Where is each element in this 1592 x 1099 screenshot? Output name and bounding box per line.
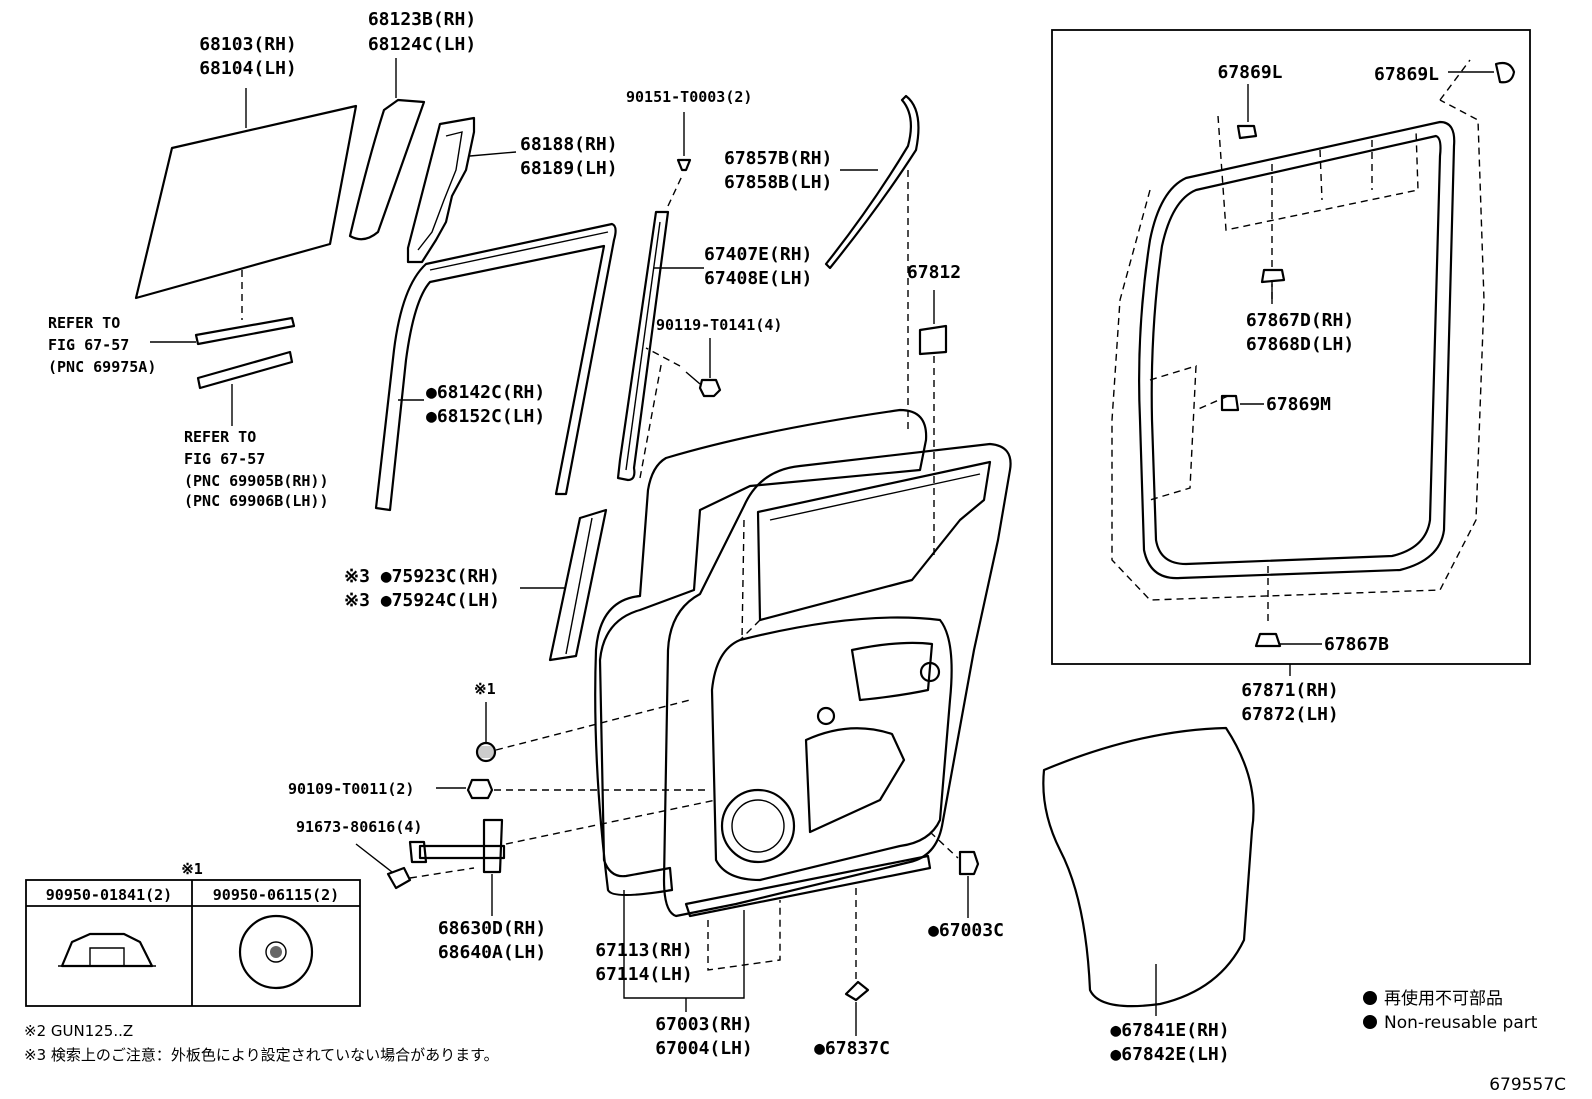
label-bolt-check: 90109-T0011(2)	[288, 780, 414, 798]
label-refer2-line4: (PNC 69906B(LH))	[184, 492, 329, 510]
glass-run-strip-1[interactable]	[194, 316, 296, 346]
label-panel-sub-rh: 67113(RH)	[595, 940, 693, 961]
label-quarter-frame-lh: 68189(LH)	[520, 158, 618, 179]
label-quarter-glass-lh: 68124C(LH)	[368, 34, 476, 55]
weatherstrip-detail-box	[1051, 29, 1531, 665]
label-clip-b: 67867B	[1324, 634, 1389, 655]
label-clip-m: 67869M	[1266, 394, 1331, 415]
legend-jp: 再使用不可部品	[1384, 988, 1503, 1009]
figure-id: 679557C	[1489, 1075, 1566, 1095]
label-refer2-line1: REFER TO	[184, 428, 256, 446]
label-plug-side: ●67003C	[928, 920, 1004, 941]
bolt-division-bar[interactable]	[685, 371, 722, 398]
label-quarter-frame-rh: 68188(RH)	[520, 134, 618, 155]
label-check-assy-lh: 68640A(LH)	[438, 942, 546, 963]
service-hole-cover[interactable]	[1042, 726, 1255, 1008]
division-bar[interactable]	[616, 210, 670, 482]
label-screw-top: 90151-T0003(2)	[626, 88, 752, 106]
clip-l-1[interactable]	[1236, 124, 1258, 140]
label-plug-bottom: ●67837C	[814, 1038, 890, 1059]
label-tape-lh: ※3 ●75924C(LH)	[344, 590, 500, 611]
label-weatherstrip-lh: 67872(LH)	[1241, 704, 1339, 725]
label-clip-d-lh: 67868D(LH)	[1246, 334, 1354, 355]
label-run-channel-lh: ●68152C(LH)	[426, 406, 545, 427]
door-check-assy[interactable]	[408, 818, 506, 874]
label-weatherstrip-rh: 67871(RH)	[1241, 680, 1339, 701]
label-refer1-line3: (PNC 69975A)	[48, 358, 156, 376]
frame-tape[interactable]	[548, 508, 608, 662]
label-door-assy-rh: 67003(RH)	[655, 1014, 753, 1035]
door-outer-panel[interactable]	[594, 408, 928, 897]
door-weatherstrip[interactable]	[1138, 120, 1456, 580]
label-outer-molding-rh: 67857B(RH)	[724, 148, 832, 169]
hole-plug-1	[58, 932, 156, 968]
door-glass[interactable]	[134, 104, 358, 300]
door-plug-side[interactable]	[958, 850, 980, 876]
outer-belt-molding[interactable]	[824, 94, 920, 270]
door-stop-bumper[interactable]	[475, 741, 497, 763]
legend-en: Non-reusable part	[1384, 1013, 1538, 1033]
label-refer1-line2: FIG 67-57	[48, 336, 129, 354]
table-header-2: 90950-06115(2)	[213, 886, 339, 904]
clip-d[interactable]	[1260, 268, 1286, 284]
label-quarter-glass-rh: 68123B(RH)	[368, 9, 476, 30]
door-glass-run-channel[interactable]	[374, 222, 617, 512]
label-outer-molding-lh: 67858B(LH)	[724, 172, 832, 193]
quarter-glass[interactable]	[348, 98, 426, 241]
table-mark: ※1	[181, 860, 203, 878]
note-3: ※3 検索上のご注意：外板色により設定されていない場合があります。	[24, 1046, 499, 1064]
legend-bullet-jp	[1363, 991, 1377, 1005]
hole-plug-table	[25, 879, 361, 1007]
label-bolt-division: 90119-T0141(4)	[656, 316, 782, 334]
label-door-assy-lh: 67004(LH)	[655, 1038, 753, 1059]
label-tape-rh: ※3 ●75923C(RH)	[344, 566, 500, 587]
label-refer2-line3: (PNC 69905B(RH))	[184, 472, 329, 490]
legend-bullet-en	[1363, 1015, 1377, 1029]
glass-run-strip-2[interactable]	[196, 350, 294, 390]
table-header-1: 90950-01841(2)	[46, 886, 172, 904]
label-division-bar-rh: 67407E(RH)	[704, 244, 812, 265]
hole-plug-2	[238, 914, 314, 990]
label-check-assy-rh: 68630D(RH)	[438, 918, 546, 939]
label-screw-check: 91673-80616(4)	[296, 818, 422, 836]
clip-l-2[interactable]	[1494, 61, 1516, 84]
label-run-channel-rh: ●68142C(RH)	[426, 382, 545, 403]
quarter-window-frame[interactable]	[406, 116, 476, 264]
pad[interactable]	[918, 324, 948, 356]
note-2: ※2 GUN125..Z	[24, 1022, 133, 1040]
label-clip-l-2: 67869L	[1374, 64, 1439, 85]
clip-m[interactable]	[1220, 394, 1240, 412]
screw-top[interactable]	[676, 158, 692, 172]
label-clip-d-rh: 67867D(RH)	[1246, 310, 1354, 331]
label-clip-l-1: 67869L	[1217, 62, 1282, 83]
label-pad: 67812	[907, 262, 961, 283]
check-screw[interactable]	[386, 866, 412, 890]
door-plug-bottom[interactable]	[844, 980, 870, 1002]
check-bolt[interactable]	[466, 778, 494, 800]
label-division-bar-lh: 67408E(LH)	[704, 268, 812, 289]
label-refer1-line1: REFER TO	[48, 314, 120, 332]
label-service-hole-rh: ●67841E(RH)	[1110, 1020, 1229, 1041]
clip-b[interactable]	[1254, 632, 1282, 648]
label-glass-lh: 68104(LH)	[199, 58, 297, 79]
label-glass-rh: 68103(RH)	[199, 34, 297, 55]
label-refer2-line2: FIG 67-57	[184, 450, 265, 468]
label-mark1-top: ※1	[474, 680, 496, 698]
door-inner-panel[interactable]	[662, 442, 1012, 918]
label-service-hole-lh: ●67842E(LH)	[1110, 1044, 1229, 1065]
label-panel-sub-lh: 67114(LH)	[595, 964, 693, 985]
